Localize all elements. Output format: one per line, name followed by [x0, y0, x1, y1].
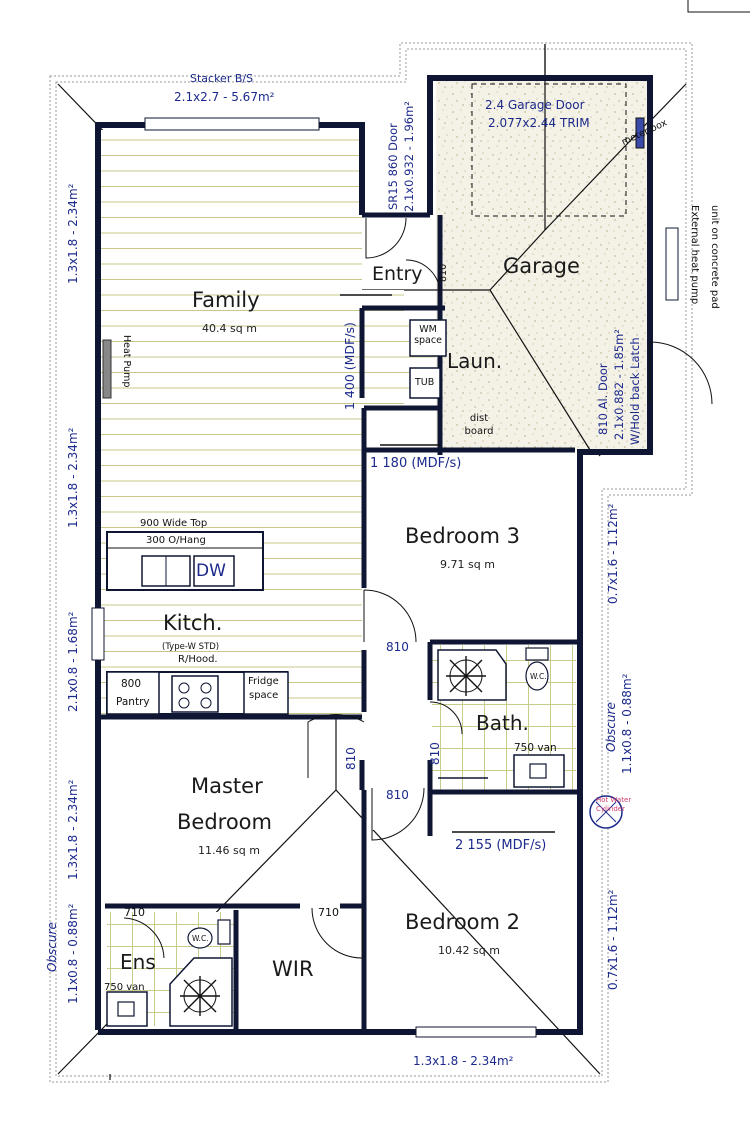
ens-door-710: 710 [124, 906, 145, 919]
kitchen-overhang-label: 300 O/Hang [146, 535, 206, 546]
hall-door-810-top: 810 [386, 640, 409, 654]
bed2-door-810: 810 [386, 788, 409, 802]
room-garage: Garage [503, 254, 580, 278]
bedroom2-area: 10.42 sq m [438, 944, 500, 957]
bath-door-810: 810 [428, 742, 442, 765]
living-floor [100, 130, 362, 718]
room-entry: Entry [372, 263, 423, 285]
pantry-size: 800 [121, 678, 142, 690]
room-ens: Ens [120, 950, 156, 974]
fridge-space [243, 671, 289, 715]
pantry-label: Pantry [116, 696, 150, 708]
ens-wc-label: W.C. [192, 934, 209, 943]
washing-machine-space [409, 319, 447, 357]
kitchen-type-note: (Type-W STD) [162, 642, 220, 652]
obscure-right: Obscure [604, 702, 618, 752]
mdf-2155-label: 2 155 (MDF/s) [455, 838, 547, 853]
room-laundry: Laun. [447, 349, 503, 373]
ens-wc [187, 919, 231, 949]
bath-shower [437, 649, 507, 701]
stacker-title: Stacker B/S [190, 72, 254, 85]
bath-vanity-label: 750 van [514, 742, 557, 754]
heat-pump-label: Heat Pump [121, 335, 132, 388]
obscure-left: Obscure [45, 922, 59, 972]
master-door-810: 810 [344, 747, 358, 770]
ext-heat-pump-pad-label: unit on concrete pad [709, 205, 720, 309]
ens-vanity [106, 991, 148, 1027]
interior-walls [98, 212, 578, 1030]
al-latch-label: W/Hold back Latch [628, 337, 642, 445]
room-kitchen: Kitch. [163, 611, 223, 635]
room-master-1: Master [191, 774, 263, 798]
wir-door-710: 710 [318, 906, 339, 919]
window-left-mid: 1.3x1.8 - 2.34m² [66, 427, 80, 528]
door-swings [123, 217, 713, 959]
laundry-tub [409, 367, 441, 399]
tub-label: TUB [415, 377, 435, 388]
fridge-label-2: space [249, 690, 279, 701]
al-door-size: 2.1x0.882 - 1.85m² [612, 329, 626, 440]
room-family: Family [192, 288, 260, 312]
window-left-master: 1.3x1.8 - 2.34m² [66, 779, 80, 880]
bath-wc-label: W.C. [530, 672, 547, 681]
kitchen-top-label: 900 Wide Top [140, 518, 208, 529]
bedroom3-area: 9.71 sq m [440, 558, 495, 571]
mdf-1400-label: 1 400 (MDF/s) [342, 322, 357, 410]
sliding-doors [340, 294, 555, 833]
room-bedroom2: Bedroom 2 [405, 910, 521, 934]
pantry [106, 671, 160, 715]
dist-board-label: dist board [464, 413, 494, 437]
room-wir: WIR [272, 957, 314, 981]
al-door-label: 810 Al. Door [596, 363, 610, 435]
wm-space-label: WM space [414, 324, 442, 346]
window-bottom: 1.3x1.8 - 2.34m² [413, 1054, 514, 1068]
mdf-1180-label: 1 180 (MDF/s) [370, 456, 462, 471]
garage-door-outline [471, 83, 627, 217]
master-area: 11.46 sq m [198, 844, 260, 857]
window-openings [91, 117, 679, 1038]
stacker-size: 2.1x2.7 - 5.67m² [174, 90, 275, 104]
heat-pump-unit [102, 339, 112, 399]
window-left-kitchen: 2.1x0.8 - 1.68m² [66, 611, 80, 712]
garage-door-label: 2.4 Garage Door [485, 98, 585, 112]
window-left-top: 1.3x1.8 - 2.34m² [66, 183, 80, 284]
entry-door-810: 810 [438, 263, 449, 282]
bath-wc [525, 647, 549, 691]
room-bedroom3: Bedroom 3 [405, 524, 521, 548]
roof-outline [49, 42, 693, 1083]
window-right-bed3: 0.7x1.6 - 1.12m² [606, 503, 620, 604]
sr-door-label: SR15 860 Door [386, 123, 400, 210]
ext-heat-pump-label: External heat pump [689, 205, 700, 305]
ens-shower [169, 957, 233, 1027]
fridge-label-1: Fridge [248, 676, 279, 687]
meter-box [635, 117, 645, 149]
dishwasher [193, 555, 235, 587]
hall-floor [362, 640, 432, 830]
family-area: 40.4 sq m [202, 322, 257, 335]
ens-vanity-label: 750 van [104, 982, 145, 993]
window-left-ens: 1.1x0.8 - 0.88m² [66, 903, 80, 1004]
kitchen-island [106, 531, 264, 591]
window-right-bath: 1.1x0.8 - 0.88m² [620, 673, 634, 774]
sr-door-size: 2.1x0.932 - 1.96m² [402, 101, 416, 212]
range-hood-label: R/Hood. [178, 654, 218, 665]
legend-box-fragment [687, 0, 750, 13]
cooktop [171, 675, 219, 713]
room-bath: Bath. [476, 711, 529, 735]
bath-vanity [513, 754, 565, 788]
dishwasher-label: DW [196, 561, 226, 581]
hot-water-label: Hot Water Cylinder [596, 796, 632, 813]
window-right-bed2: 0.7x1.6 - 1.12m² [606, 889, 620, 990]
garage-trim-label: 2.077x2.44 TRIM [488, 116, 590, 130]
room-master-2: Bedroom [177, 810, 272, 834]
